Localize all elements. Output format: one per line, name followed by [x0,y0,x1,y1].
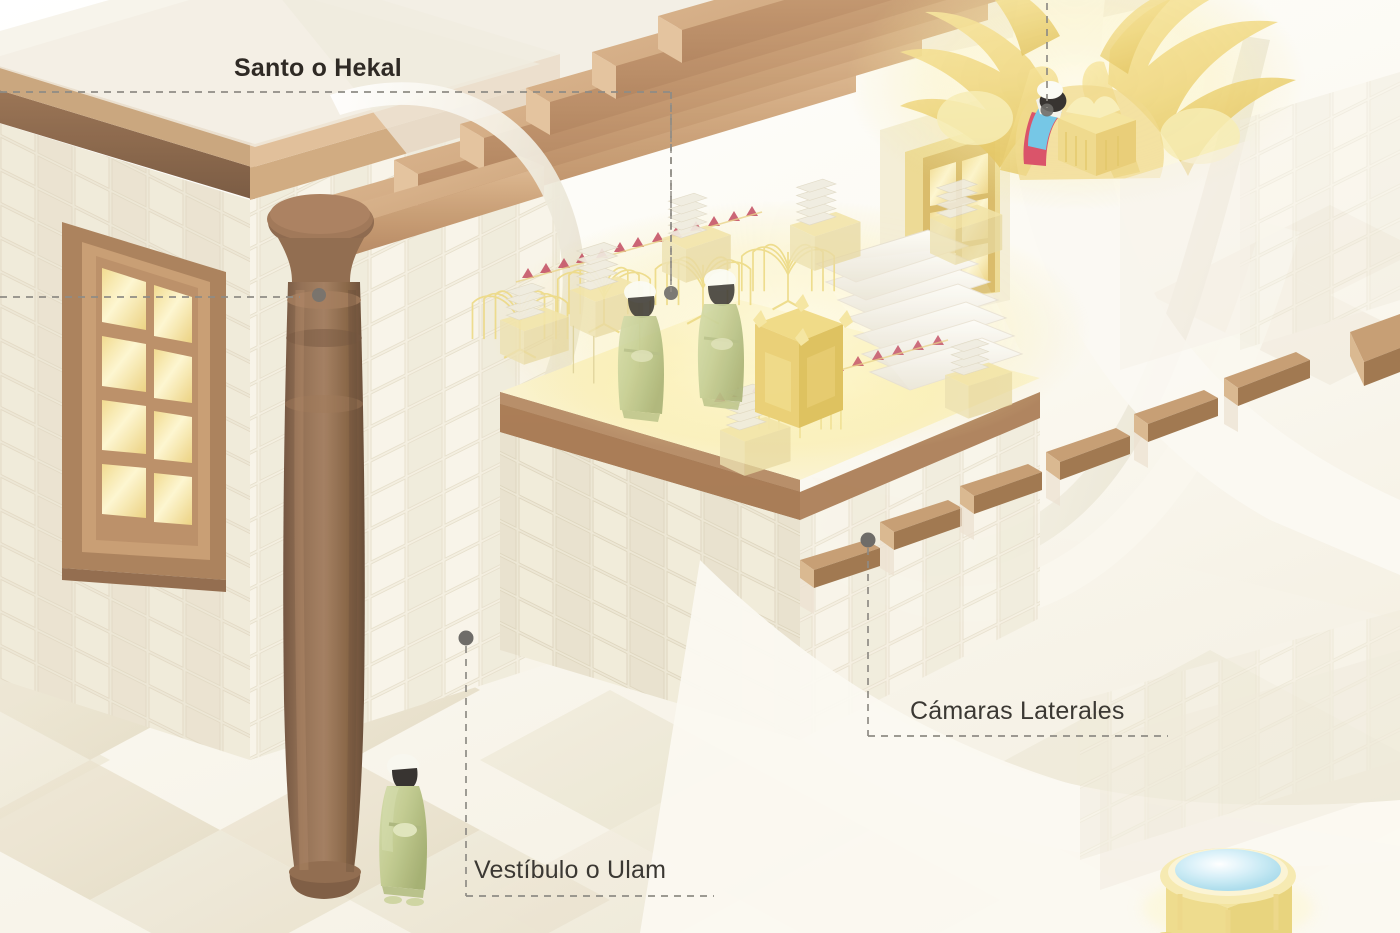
priest-vestibule [379,754,427,906]
outer-door [62,222,226,592]
side-chamber-beam [1046,428,1130,506]
leader-dot-vestibulo [458,630,474,646]
altar-of-incense [753,294,853,428]
side-chambers [640,72,1400,933]
side-chamber-beam [800,540,880,614]
side-chamber-beam [960,464,1042,540]
label-santo-o-hekal: Santo o Hekal [234,54,402,82]
ark-of-the-covenant [1058,96,1136,176]
leader-dot-ark [1040,103,1054,117]
bronze-laver [1142,848,1314,933]
leader-dots [458,103,1054,646]
side-chamber-beam [1134,390,1218,468]
roof-beam [658,0,893,63]
label-camaras-laterales: Cámaras Laterales [910,697,1125,725]
side-chamber-beam [880,500,962,576]
bronze-pillar [267,194,374,899]
priest-interior-left [617,281,664,422]
table-of-showbread [500,178,1013,476]
laver-water [1175,849,1281,891]
side-chamber-beam [1350,314,1400,386]
door-panels [102,268,192,525]
side-chamber-beam [1224,352,1310,432]
holy-place-furnishings [471,92,1013,476]
label-vestibulo-o-ulam: Vestíbulo o Ulam [474,856,667,884]
leader-dot-camaras [860,532,876,548]
priest-interior-right [697,269,744,410]
cornice-left [0,90,255,200]
